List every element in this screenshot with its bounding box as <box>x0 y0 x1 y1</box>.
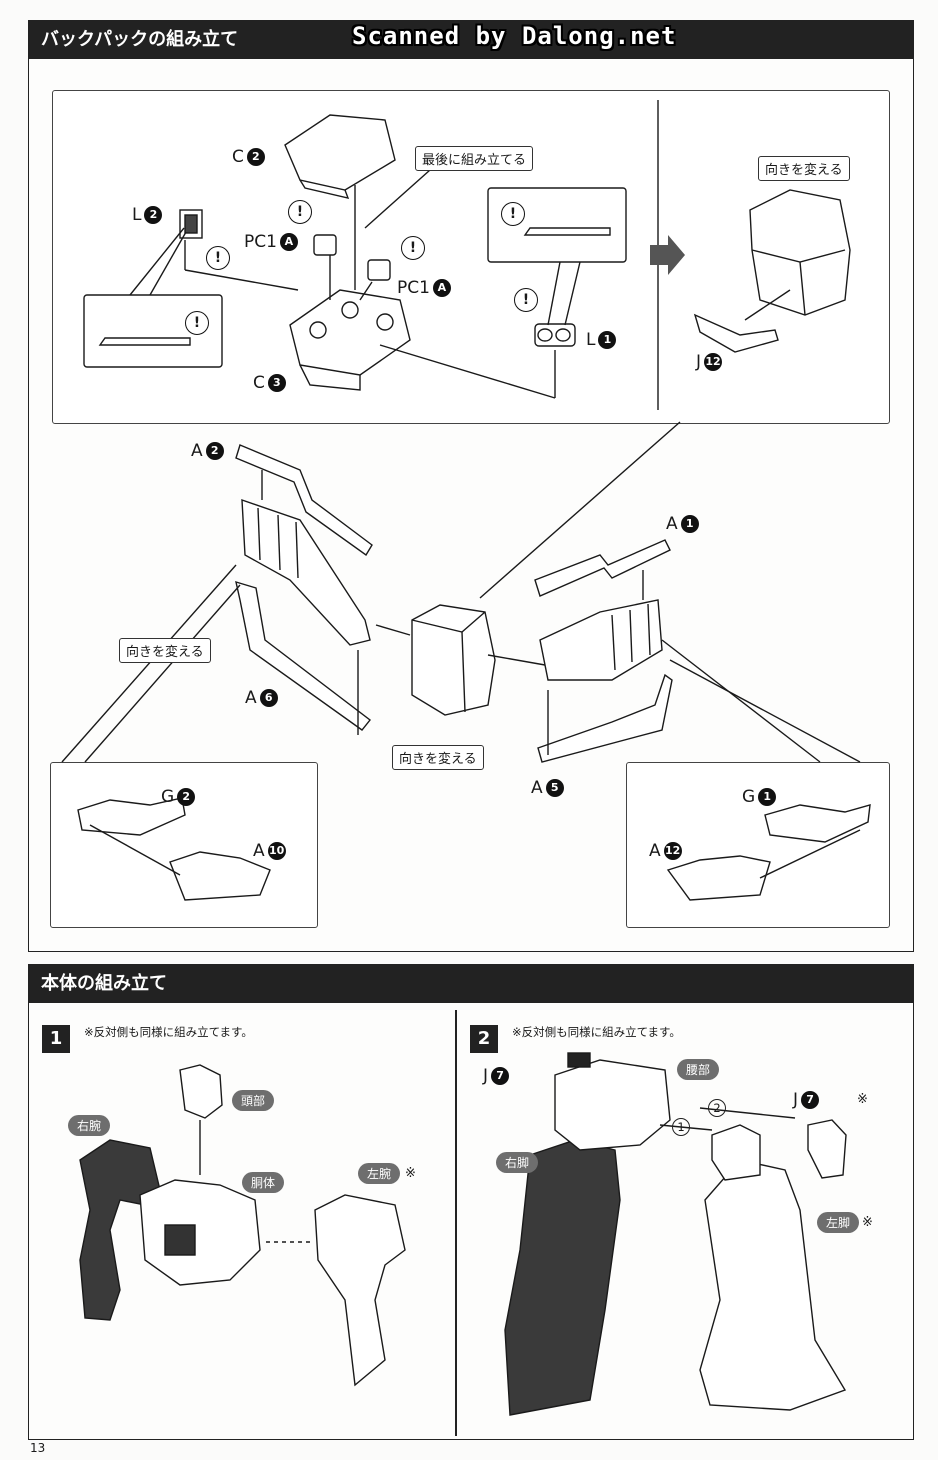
part-j12 <box>693 313 779 353</box>
label-left-arm: 左腕 <box>358 1163 401 1184</box>
page-number: 13 <box>30 1441 46 1455</box>
left-arm-shape <box>314 1194 406 1387</box>
label-right-arm: 右腕 <box>68 1115 111 1136</box>
warning-icon: ! <box>185 311 209 335</box>
left-leg-mark: ※ <box>862 1215 873 1230</box>
step-divider <box>455 1010 457 1436</box>
left-leg-shape <box>699 1159 847 1411</box>
part-c3 <box>289 289 411 376</box>
label-left-leg: 左脚 <box>817 1212 860 1233</box>
tag-turn-around-2: 向きを変える <box>119 638 211 663</box>
part-a10 <box>169 851 271 901</box>
body-header: 本体の組み立て <box>29 965 913 1003</box>
part-pc1a-1 <box>313 234 337 256</box>
part-a12 <box>666 855 771 901</box>
part-a1 <box>534 539 671 597</box>
step-1-note: ※反対側も同様に組み立てます。 <box>84 1025 253 1039</box>
part-a2 <box>235 444 373 557</box>
warning-icon: ! <box>401 236 425 260</box>
warning-icon: ! <box>206 246 230 270</box>
right-arm-shape <box>79 1139 161 1321</box>
label-torso: 胴体 <box>242 1172 285 1193</box>
label-waist: 腰部 <box>677 1059 720 1080</box>
step-1-number: 1 <box>42 1025 70 1053</box>
backpack-center <box>411 604 496 716</box>
body-title: 本体の組み立て <box>41 973 167 994</box>
thigh-top <box>711 1124 761 1181</box>
backpack-block <box>749 189 851 316</box>
part-l1 <box>534 323 576 347</box>
warning-icon: ! <box>514 288 538 312</box>
part-g2 <box>77 797 186 836</box>
watermark: Scanned by Dalong.net <box>352 22 677 50</box>
tag-turn-around-3: 向きを変える <box>392 745 484 770</box>
part-a5 <box>537 673 673 763</box>
arrow-right <box>650 235 685 275</box>
backpack-title: バックパックの組み立て <box>41 29 239 50</box>
part-j7 <box>807 1119 847 1179</box>
tag-turn-around-1: 向きを変える <box>758 156 850 181</box>
part-pc1a-2 <box>367 259 391 281</box>
label-head: 頭部 <box>232 1090 275 1111</box>
backpack-subpanel-top <box>52 90 890 424</box>
step-2-number: 2 <box>470 1025 498 1053</box>
left-arm-mark: ※ <box>405 1166 416 1181</box>
part-wing-left <box>241 498 371 646</box>
torso-shape <box>139 1179 261 1286</box>
step-2-note: ※反対側も同様に組み立てます。 <box>512 1025 681 1039</box>
part-c2 <box>284 114 396 191</box>
right-leg-shape <box>504 1139 621 1416</box>
warning-icon: ! <box>288 200 312 224</box>
part-g1 <box>764 804 871 843</box>
part-wing-right <box>539 599 663 681</box>
backpack-header: バックパックの組み立て <box>29 21 913 59</box>
label-right-leg: 右脚 <box>496 1152 539 1173</box>
j7-mark: ※ <box>857 1092 868 1107</box>
callout-l2 <box>83 294 223 368</box>
waist-shape <box>554 1059 671 1151</box>
head-shape <box>179 1064 223 1119</box>
order-1: 1 <box>672 1118 690 1136</box>
order-2: 2 <box>708 1099 726 1117</box>
part-a6 <box>235 580 371 731</box>
tag-assemble-last: 最後に組み立てる <box>415 146 534 171</box>
warning-icon: ! <box>501 202 525 226</box>
